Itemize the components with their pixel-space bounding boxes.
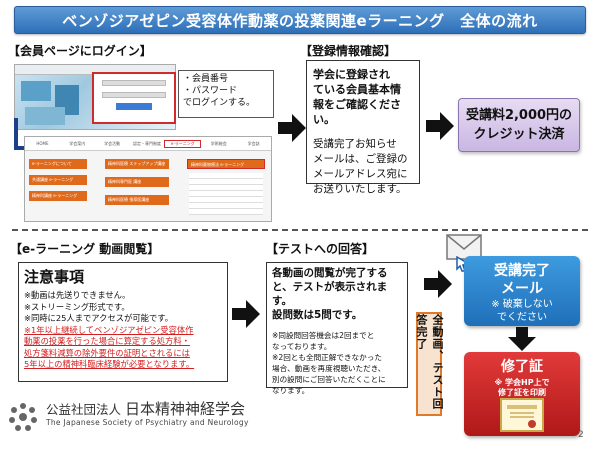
test-sub-line: なります。 bbox=[272, 386, 310, 395]
menu-item[interactable]: 学会案内 bbox=[69, 140, 86, 146]
society-logo-icon bbox=[9, 403, 37, 431]
notes-warning-line: ※1年以上継続してベンゾジアゼピン受容体作 bbox=[24, 324, 194, 335]
credit-payment-box: 受講料2,000円の クレジット決済 bbox=[458, 98, 580, 152]
site-panel-title[interactable]: 精神科薬物療法 e-ラーニング bbox=[187, 159, 265, 169]
site-button[interactable]: 共通講座 e-ラーニング bbox=[29, 175, 87, 185]
notes-warning-line: 処方箋料減算の除外要件の証明とされるには bbox=[24, 347, 190, 358]
note-line: でログインする。 bbox=[183, 98, 256, 108]
page-title: ベンゾジアゼピン受容体作動薬の投薬関連eラーニング 全体の流れ bbox=[14, 6, 586, 34]
org-prefix: 公益社団法人 bbox=[46, 402, 122, 417]
notes-line: ※動画は先送りできません。 bbox=[24, 290, 131, 300]
org-english-name: The Japanese Society of Psychiatry and N… bbox=[46, 418, 249, 427]
menu-item[interactable]: 学会誌 bbox=[247, 140, 260, 146]
site-button[interactable]: 精神科医療 ステップアップ講座 bbox=[105, 159, 169, 169]
login-instructions: ・会員番号 ・パスワード でログインする。 bbox=[178, 70, 274, 118]
certificate-icon bbox=[500, 398, 544, 432]
section-label-confirm: 【登録情報確認】 bbox=[300, 44, 397, 58]
page-number: 2 bbox=[578, 430, 584, 440]
notes-box: 注意事項 ※動画は先送りできません。 ※ストリーミング形式です。 ※同時に25人… bbox=[18, 262, 228, 382]
elearning-menu-screenshot: HOME 学会案内 学会活動 認定・専門制度 e-ラーニング 学術総会 学会誌 … bbox=[24, 136, 272, 222]
down-arrow-icon bbox=[508, 327, 536, 351]
test-main-line: 各動画の閲覧が完了する bbox=[272, 267, 388, 279]
test-sub-line: なっております。 bbox=[272, 342, 332, 351]
certificate-box: 修了証 ※ 学会HP上で 修了証を印刷 bbox=[464, 352, 580, 436]
organization-footer: 公益社団法人 日本精神神経学会 The Japanese Society of … bbox=[6, 396, 296, 442]
login-form-highlight[interactable] bbox=[92, 72, 176, 124]
confirm-sub-line: メールは、ご登録の bbox=[313, 153, 408, 165]
note-line: ・パスワード bbox=[183, 86, 238, 96]
confirm-main-line: ている会員基本情 bbox=[313, 83, 401, 96]
test-main-line: 設問数は5問です。 bbox=[272, 309, 363, 321]
notes-line: ※同時に25人までアクセスが可能です。 bbox=[24, 313, 174, 323]
all-complete-label: 全動画、テスト回答完了 bbox=[415, 312, 444, 416]
section-label-login: 【会員ページにログイン】 bbox=[8, 44, 152, 58]
done-main-line: 受講完了 bbox=[494, 263, 550, 279]
confirm-main-line: 学会に登録され bbox=[313, 68, 390, 81]
confirm-info-box: 学会に登録され ている会員基本情 報をご確認ください。 受講完了お知らせ メール… bbox=[306, 60, 420, 195]
done-sub-line: でください bbox=[497, 312, 547, 323]
cert-main: 修了証 bbox=[501, 359, 543, 375]
org-name: 日本精神神経学会 bbox=[125, 400, 246, 418]
cert-sub-line: 修了証を印刷 bbox=[498, 388, 546, 397]
menu-item[interactable]: 認定・専門制度 bbox=[133, 140, 161, 146]
fee-line: クレジット決済 bbox=[473, 127, 565, 142]
notes-warning-line: 動薬の投薬を行った場合に算定する処方料・ bbox=[24, 336, 190, 346]
fee-line: 受講料2,000円の bbox=[465, 108, 573, 123]
site-button[interactable]: e-ラーニングについて bbox=[29, 159, 87, 169]
right-arrow-icon bbox=[426, 112, 454, 140]
section-label-video: 【e-ラーニング 動画閲覧】 bbox=[10, 242, 160, 256]
right-arrow-icon bbox=[424, 270, 452, 298]
site-button[interactable]: 精神科医療 指導医講座 bbox=[105, 195, 169, 205]
menu-item[interactable]: 学会活動 bbox=[104, 140, 121, 146]
section-label-test: 【テストへの回答】 bbox=[266, 242, 375, 256]
test-sub-line: 別の設問にご回答いただくことに bbox=[272, 375, 386, 384]
confirm-main-line: 報をご確認ください。 bbox=[313, 98, 401, 126]
site-button[interactable]: 精神科専門医 講座 bbox=[105, 177, 169, 187]
completion-email-box: 受講完了 メール ※ 破棄しない でください bbox=[464, 256, 580, 326]
confirm-sub-line: メールアドレス宛に bbox=[313, 168, 408, 180]
test-sub-line: ※2回とも全問正解できなかった bbox=[272, 353, 382, 362]
section-divider bbox=[12, 229, 588, 231]
done-main-line: メール bbox=[501, 281, 543, 297]
site-button[interactable]: 精神科講座 e-ラーニング bbox=[29, 191, 87, 201]
cert-sub-line: ※ 学会HP上で bbox=[494, 378, 550, 387]
panel-text-lines bbox=[189, 173, 263, 215]
menu-item-elearning[interactable]: e-ラーニング bbox=[164, 139, 202, 148]
right-arrow-icon bbox=[232, 300, 260, 328]
confirm-sub-line: お送りいたします。 bbox=[313, 183, 407, 195]
site-menu: HOME 学会案内 学会活動 認定・専門制度 e-ラーニング 学術総会 学会誌 bbox=[25, 137, 271, 151]
menu-item[interactable]: 学術総会 bbox=[210, 140, 227, 146]
test-main-line: と、テストが表示されます。 bbox=[272, 281, 388, 307]
done-sub-line: ※ 破棄しない bbox=[491, 299, 553, 310]
notes-line: ※ストリーミング形式です。 bbox=[24, 301, 130, 312]
notes-warning-line: 5年以上の精神科臨床経験が必要となります。 bbox=[24, 359, 195, 369]
right-arrow-icon bbox=[278, 114, 306, 142]
note-line: ・会員番号 bbox=[183, 74, 229, 84]
confirm-sub-line: 受講完了お知らせ bbox=[313, 138, 397, 150]
test-sub-line: 場合、動画を再度視聴いただき、 bbox=[272, 364, 386, 373]
test-sub-line: ※同設問回答機会は2回までと bbox=[272, 331, 375, 340]
test-info-box: 各動画の閲覧が完了する と、テストが表示されます。 設問数は5問です。 ※同設問… bbox=[266, 262, 408, 395]
notes-heading: 注意事項 bbox=[24, 268, 85, 286]
menu-item[interactable]: HOME bbox=[36, 141, 49, 146]
